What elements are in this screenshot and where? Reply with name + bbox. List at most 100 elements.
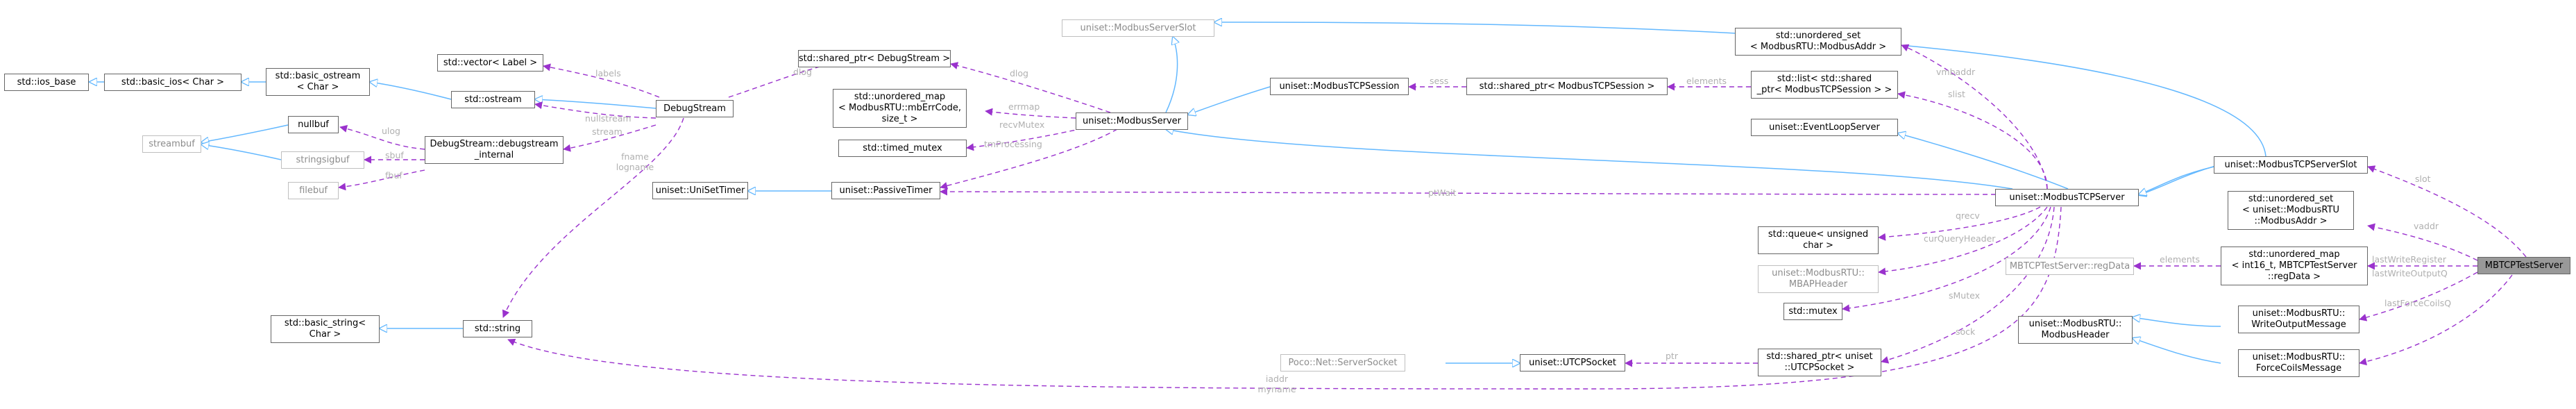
node-unordered-set-uniset-modbusaddr[interactable]: std::unordered_set< uniset::ModbusRTU::M… (2228, 191, 2354, 230)
edge-modbusserver-modbusserverslot (1165, 37, 1178, 113)
node-label-line: Poco::Net::ServerSocket (1288, 357, 1398, 368)
node-label-line: < int16_t, MBTCPTestServer (2231, 260, 2357, 271)
usage-edges (338, 44, 2527, 390)
node-unordered-map-regdata[interactable]: std::unordered_map< int16_t, MBTCPTestSe… (2221, 247, 2368, 285)
node-label-line: std::unordered_set (2248, 194, 2334, 204)
node-debugstream[interactable]: DebugStream (656, 100, 734, 117)
edge-label-nullstream: nullstream (585, 113, 632, 124)
node-label-line: uniset::ModbusRTU:: (1772, 268, 1865, 278)
node-modbusheader[interactable]: uniset::ModbusRTU::ModbusHeader (2018, 316, 2133, 344)
node-label-line: std::unordered_set (1775, 31, 1861, 41)
node-label-line: DebugStream::debugstream (430, 139, 559, 149)
edge-label-iaddr: iaddr (1266, 374, 1289, 384)
node-list-shared-ptr-session[interactable]: std::list< std::shared_ptr< ModbusTCPSes… (1751, 71, 1898, 99)
node-stringsigbuf[interactable]: stringsigbuf (281, 151, 364, 169)
edge-label-vmbaddr: vmbaddr (1936, 67, 1976, 77)
edge-label-fname: fname (621, 151, 649, 162)
edge-debugstream-ostream-nullstream (534, 101, 656, 119)
node-writeoutputmessage[interactable]: uniset::ModbusRTU::WriteOutputMessage (2238, 306, 2359, 333)
edge-label-lastwriteregister: lastWriteRegister (2372, 254, 2447, 265)
node-nullbuf[interactable]: nullbuf (288, 116, 339, 133)
node-label-line: ModbusHeader (2041, 330, 2110, 340)
edge-debugstream_internal-filebuf (338, 169, 425, 191)
node-label-line: uniset::ModbusTCPSession (1279, 81, 1400, 92)
node-std-string[interactable]: std::string (463, 320, 532, 337)
node-label-line: uniset::ModbusServerSlot (1080, 22, 1196, 33)
node-std-timed-mutex[interactable]: std::timed_mutex (838, 140, 967, 157)
node-std-basic-ostream[interactable]: std::basic_ostream< Char > (266, 68, 370, 96)
edge-labels: labels dlog ulog sbuf fbuf nullstream st… (382, 67, 2451, 394)
node-modbustcpserverslot[interactable]: uniset::ModbusTCPServerSlot (2214, 156, 2368, 174)
node-std-vector-label[interactable]: std::vector< Label > (437, 54, 543, 72)
node-label-line: < ModbusRTU::mbErrCode, (838, 103, 962, 113)
node-modbusserver[interactable]: uniset::ModbusServer (1076, 112, 1188, 130)
node-passivetimer[interactable]: uniset::PassiveTimer (831, 182, 940, 199)
node-filebuf[interactable]: filebuf (288, 182, 339, 199)
edge-modbustcpserver-slist (1897, 91, 2048, 190)
node-unordered-set-modbusaddr[interactable]: std::unordered_set< ModbusRTU::ModbusAdd… (1735, 28, 1901, 56)
node-label-line: std::basic_ostream (275, 71, 361, 81)
edge-mbtcptestserver-slot (2367, 165, 2527, 258)
node-modbustcpserver[interactable]: uniset::ModbusTCPServer (1995, 189, 2139, 206)
node-mbapheader[interactable]: uniset::ModbusRTU::MBAPHeader (1758, 265, 1879, 293)
node-label-line: MBAPHeader (1788, 279, 1848, 290)
node-label-line: DebugStream (663, 103, 726, 114)
edge-mbtcptestserver-vaddr (2367, 223, 2478, 261)
edge-debugstream-ostream (535, 99, 656, 109)
node-std-basic-string[interactable]: std::basic_string<Char > (271, 315, 380, 343)
edge-label-qrecv: qrecv (1956, 210, 1980, 221)
edge-label-dlog-2: dlog (1010, 68, 1028, 78)
node-label-line: uniset::UniSetTimer (655, 185, 745, 196)
node-label-line: std::vector< Label > (443, 57, 538, 68)
node-label-line: MBTCPTestServer (2484, 260, 2564, 271)
node-label-line: < ModbusRTU::ModbusAddr > (1749, 42, 1887, 52)
node-label-line: std::shared_ptr< ModbusTCPSession > (1479, 81, 1655, 92)
edge-ostream-basic_ostream (370, 82, 452, 100)
node-debugstream-internal[interactable]: DebugStream::debugstream_internal (425, 136, 564, 164)
node-shared-ptr-session[interactable]: std::shared_ptr< ModbusTCPSession > (1466, 78, 1668, 95)
node-label-line: std::list< std::shared (1777, 74, 1872, 84)
edge-label-curqueryheader: curQueryHeader (1924, 233, 1996, 244)
node-serversocket[interactable]: Poco::Net::ServerSocket (1280, 354, 1405, 372)
edge-modbustcpserver-mbap (1878, 206, 2048, 276)
node-mbtcptestserver[interactable]: MBTCPTestServer (2477, 257, 2570, 274)
node-streambuf[interactable]: streambuf (142, 135, 201, 153)
node-utcpsocket[interactable]: uniset::UTCPSocket (1520, 354, 1625, 372)
edge-mbtcptestserver-forcecoils (2359, 274, 2513, 366)
node-eventloopserver[interactable]: uniset::EventLoopServer (1751, 119, 1898, 136)
node-modbustcpsession[interactable]: uniset::ModbusTCPSession (1270, 78, 1409, 95)
node-std-mutex[interactable]: std::mutex (1783, 303, 1842, 320)
node-label-line: std::string (474, 323, 521, 334)
node-shared-ptr-debugstream[interactable]: std::shared_ptr< DebugStream > (798, 50, 951, 67)
node-label-line: uniset::PassiveTimer (839, 185, 933, 196)
edge-label-smutex: sMutex (1949, 290, 1980, 301)
node-label-line: std::unordered_map (854, 92, 946, 102)
node-std-basic-ios[interactable]: std::basic_ios< Char > (104, 74, 242, 91)
node-label-line: std::shared_ptr< uniset (1766, 351, 1873, 362)
node-forcecoilsmessage[interactable]: uniset::ModbusRTU::ForceCoilsMessage (2238, 349, 2359, 377)
edge-label-sbuf: sbuf (385, 150, 404, 160)
edge-label-ulog: ulog (382, 126, 400, 136)
node-label-line: MBTCPTestServer::regData (2009, 260, 2130, 272)
node-std-ios-base[interactable]: std::ios_base (4, 74, 89, 91)
node-label-line: nullbuf (298, 119, 329, 130)
edge-label-dlog-1: dlog (793, 67, 812, 77)
node-unordered-map-mberrcode[interactable]: std::unordered_map< ModbusRTU::mbErrCode… (833, 89, 967, 128)
edge-label-ptr: ptr (1666, 351, 1679, 361)
node-regdata[interactable]: MBTCPTestServer::regData (2006, 258, 2134, 275)
node-label-line: ForceCoilsMessage (2255, 363, 2342, 374)
node-modbusserverslot[interactable]: uniset::ModbusServerSlot (1062, 19, 1214, 37)
node-unisettimer[interactable]: uniset::UniSetTimer (652, 182, 748, 199)
node-shared-ptr-utcpsocket[interactable]: std::shared_ptr< uniset::UTCPSocket > (1758, 349, 1881, 376)
node-std-ostream[interactable]: std::ostream (451, 91, 535, 108)
node-label-line: std::timed_mutex (863, 142, 942, 153)
node-label-line: ::regData > (2267, 272, 2321, 282)
node-label-line: _internal (474, 150, 514, 160)
edge-label-logname: logname (616, 162, 654, 172)
edge-modbustcpserver-modbusserver (1166, 129, 2013, 190)
edge-debugstream-shared_ptr_debugstream (728, 58, 844, 98)
node-label-line: std::shared_ptr< DebugStream > (798, 53, 951, 64)
